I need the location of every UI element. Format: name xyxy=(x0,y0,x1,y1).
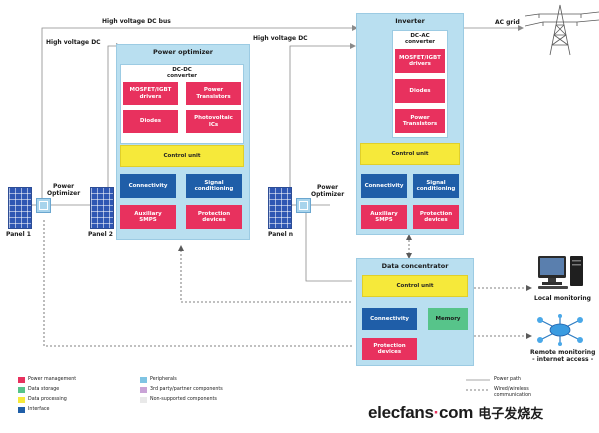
po-auxiliary-smps-block: Auxiliary SMPS xyxy=(120,205,176,229)
po-protection-devices-block: Protection devices xyxy=(186,205,242,229)
po-connectivity-block: Connectivity xyxy=(120,174,176,198)
local-monitoring-label: Local monitoring xyxy=(534,295,591,302)
po-mosfet-block: MOSFET/IGBT drivers xyxy=(123,82,178,105)
legend-data-processing: Data processing xyxy=(28,397,67,402)
solar-panel-n-icon xyxy=(268,187,292,229)
hv-dc-bus-label: High voltage DC bus xyxy=(102,18,171,25)
inv-mosfet-block: MOSFET/IGBT drivers xyxy=(395,49,445,73)
po-signal-conditioning-block: Signal conditioning xyxy=(186,174,242,198)
panel-n-to-concentrator xyxy=(305,213,352,282)
po-control-unit-block: Control unit xyxy=(120,145,244,167)
dcac-converter-title: DC-AC converter xyxy=(404,33,436,45)
inv-diodes-block: Diodes xyxy=(395,79,445,103)
legend-swatch-third-party xyxy=(140,387,147,393)
panel-1-label: Panel 1 xyxy=(6,231,31,238)
dc-memory-block: Memory xyxy=(428,308,468,330)
legend-wired-wireless: Wired/wireless communication xyxy=(494,387,532,398)
ac-grid-label: AC grid xyxy=(495,19,520,26)
optimizer-comm-line xyxy=(180,246,352,303)
inv-connectivity-block: Connectivity xyxy=(361,174,407,198)
legend-swatch-peripherals xyxy=(140,377,147,383)
watermark-dot: · xyxy=(433,403,440,422)
legend-power-management: Power management xyxy=(28,377,77,382)
legend-third-party: 3rd party/partner components xyxy=(150,387,223,392)
dc-protection-devices-block: Protection devices xyxy=(362,338,417,360)
hv-dc-bus-line xyxy=(41,27,352,200)
solar-panel-2-icon xyxy=(90,187,114,229)
left-optimizer-comm-line xyxy=(43,220,352,347)
inverter-title: Inverter xyxy=(395,17,425,25)
legend-peripherals: Peripherals xyxy=(150,377,177,382)
remote-monitoring-label: Remote monitoring - internet access - xyxy=(530,349,596,363)
power-tower-icon xyxy=(525,0,599,56)
desktop-computer-icon xyxy=(538,256,583,289)
power-optimizer-left-label: Power Optimizer xyxy=(47,183,81,197)
network-globe-icon xyxy=(537,314,583,346)
watermark-cn: 电子发烧友 xyxy=(478,407,544,422)
power-optimizer-left-icon xyxy=(36,198,51,213)
power-optimizer-title: Power optimizer xyxy=(153,48,213,56)
hv-dc-middle-label: High voltage DC xyxy=(253,35,308,42)
power-optimizer-right-label: Power Optimizer xyxy=(311,184,345,198)
legend-swatch-power-management xyxy=(18,377,25,383)
po-power-transistors-block: Power Transistors xyxy=(186,82,241,105)
dcdc-converter-title: DC-DC converter xyxy=(166,67,198,79)
power-optimizer-right-icon xyxy=(296,198,311,213)
inv-control-unit-block: Control unit xyxy=(360,143,460,165)
po-diodes-block: Diodes xyxy=(123,110,178,133)
hv-dc-left-label: High voltage DC xyxy=(46,39,101,46)
legend-data-storage: Data storage xyxy=(28,387,60,392)
po-photovoltaic-ics-block: Photovoltaic ICs xyxy=(186,110,241,133)
legend-non-supported: Non-supported components xyxy=(150,397,217,402)
legend-swatch-non-supported xyxy=(140,397,147,403)
dc-connectivity-block: Connectivity xyxy=(362,308,417,330)
inv-auxiliary-smps-block: Auxiliary SMPS xyxy=(361,205,407,229)
hv-dc-bus-arrow xyxy=(352,25,358,31)
data-concentrator-title: Data concentrator xyxy=(381,262,449,270)
legend-power-path: Power path xyxy=(494,377,521,382)
hv-dc-middle-line xyxy=(289,45,352,200)
panel-n-label: Panel n xyxy=(268,231,294,238)
legend-swatch-data-processing xyxy=(18,397,25,403)
watermark-site: elecfans xyxy=(368,403,434,422)
panel-2-label: Panel 2 xyxy=(88,231,113,238)
solar-panel-1-icon xyxy=(8,187,32,229)
watermark: elecfans·com 电子发烧友 xyxy=(368,403,543,423)
watermark-com: com xyxy=(439,403,474,422)
legend-interface: Interface xyxy=(28,407,50,412)
legend-swatch-data-storage xyxy=(18,387,25,393)
legend-swatch-interface xyxy=(18,407,25,413)
inv-power-transistors-block: Power Transistors xyxy=(395,109,445,133)
hv-dc-middle-arrow xyxy=(350,43,356,49)
inv-protection-devices-block: Protection devices xyxy=(413,205,459,229)
dc-control-unit-block: Control unit xyxy=(362,275,468,297)
ac-grid-arrow xyxy=(518,25,524,31)
inv-signal-conditioning-block: Signal conditioning xyxy=(413,174,459,198)
